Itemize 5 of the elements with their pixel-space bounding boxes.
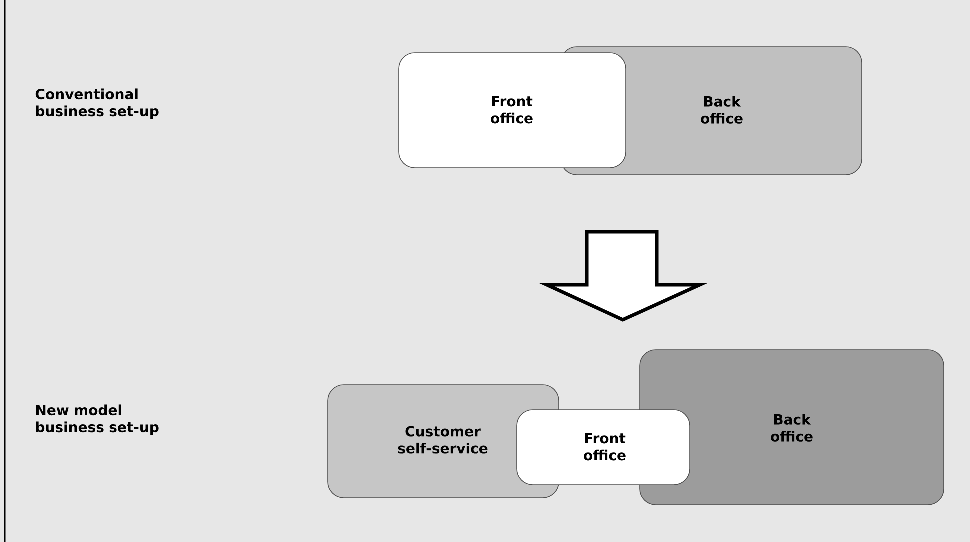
office-box: Back office [640,350,944,506]
row-label: Conventional business set-up [36,88,159,120]
office-box: Front office [398,52,626,168]
office-box: Front office [516,410,690,486]
row-label: New model business set-up [36,404,159,436]
